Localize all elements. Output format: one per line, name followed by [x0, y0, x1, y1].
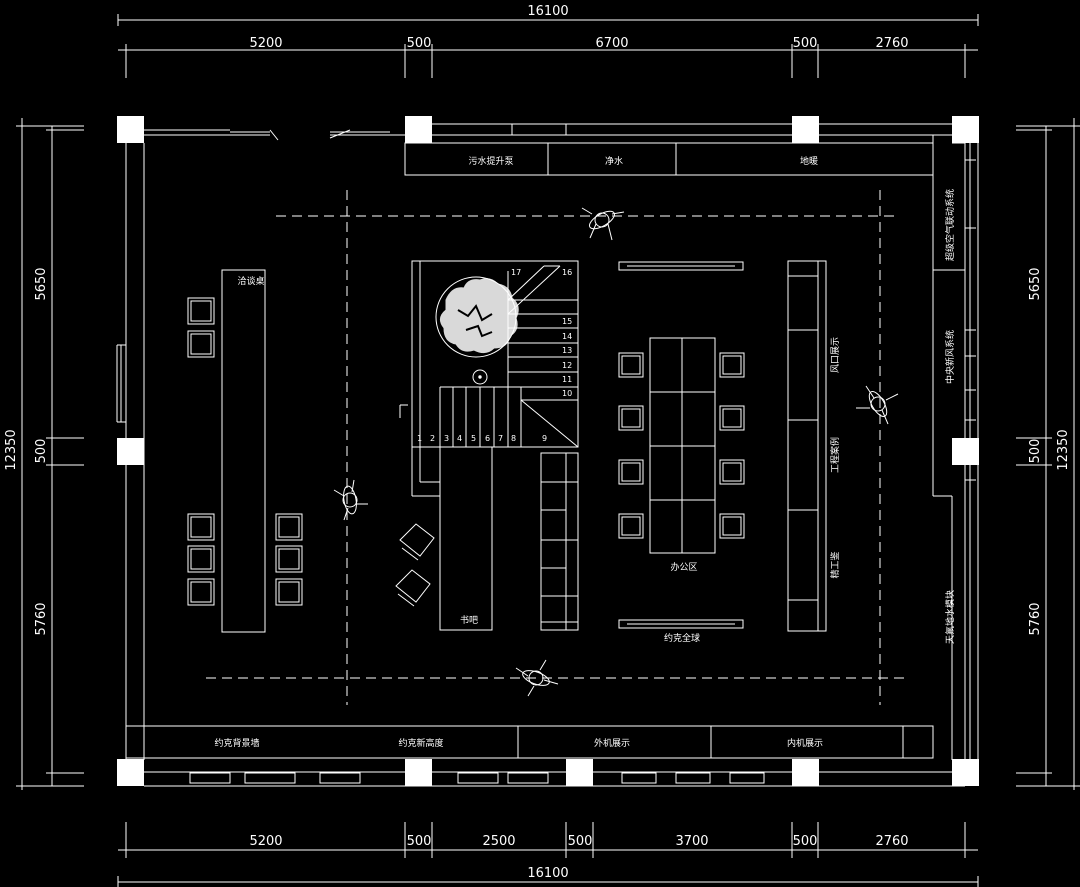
person-icon	[581, 207, 625, 241]
stair-number: 1	[417, 434, 422, 443]
label-fluorine-module: 天氟地水模块	[944, 590, 956, 644]
stair-number: 11	[562, 375, 572, 384]
bottom-dim-5: 3700	[675, 834, 708, 849]
label-yoke-new-height: 约克新高度	[398, 737, 443, 749]
label-outdoor-display: 外机展示	[594, 737, 630, 749]
stair-number: 12	[562, 361, 572, 370]
plant-icon	[435, 276, 519, 358]
top-dim-4: 500	[793, 36, 818, 51]
label-air-linkage: 超级空气联动系统	[944, 189, 956, 261]
bottom-dim-1: 5200	[249, 834, 282, 849]
left-dimension-lines	[16, 118, 84, 790]
top-dim-2: 500	[407, 36, 432, 51]
stair-number: 3	[444, 434, 449, 443]
right-total-dimension: 12350	[1056, 429, 1071, 470]
bottom-dim-6: 500	[793, 834, 818, 849]
label-office: 办公区	[670, 561, 697, 573]
label-sewage-pump: 污水提升泵	[468, 155, 513, 167]
bottom-dim-4: 500	[568, 834, 593, 849]
stair-number: 15	[562, 317, 572, 326]
stair-number: 16	[562, 268, 572, 277]
bottom-dim-3: 2500	[482, 834, 515, 849]
stair-number: 10	[562, 389, 572, 398]
label-negotiation-table: 洽谈桌	[237, 275, 264, 287]
top-dim-3: 6700	[595, 36, 628, 51]
columns	[117, 116, 979, 786]
left-dim-1: 5650	[34, 267, 49, 300]
chair-icon	[399, 523, 435, 561]
stair-number: 9	[542, 434, 547, 443]
label-yoke-background-wall: 约克背景墙	[214, 737, 259, 749]
book-bar	[395, 446, 579, 631]
label-floor-heating: 地暖	[800, 155, 818, 167]
outer-walls	[116, 123, 979, 787]
left-dim-2: 500	[34, 439, 49, 464]
display-cabinet	[787, 260, 827, 632]
label-craft-appraisal: 精工鉴	[829, 551, 841, 578]
top-dimension-lines	[117, 14, 979, 78]
label-fresh-air: 中央新风系统	[944, 330, 956, 384]
right-dim-3: 5760	[1028, 602, 1043, 635]
person-icon	[856, 385, 899, 425]
stair-number: 4	[457, 434, 462, 443]
top-dim-5: 2760	[875, 36, 908, 51]
stair-number: 7	[498, 434, 503, 443]
people	[333, 207, 899, 697]
right-dim-1: 5650	[1028, 267, 1043, 300]
label-vent-display: 风口展示	[830, 337, 841, 373]
dimension-texts: 16100 5200 500 6700 500 2760 5200 500 25…	[4, 4, 1071, 881]
person-icon	[515, 659, 559, 697]
stair-number: 2	[430, 434, 435, 443]
person-icon	[333, 479, 368, 521]
left-total-dimension: 12350	[4, 429, 19, 470]
bottom-dim-2: 500	[407, 834, 432, 849]
stair-number: 14	[562, 332, 572, 341]
stair-number: 13	[562, 346, 572, 355]
display-wall	[125, 725, 934, 759]
negotiation-area	[187, 269, 303, 633]
chair-icon	[395, 569, 431, 607]
stair-number: 6	[485, 434, 490, 443]
bottom-dimension-lines	[117, 822, 979, 887]
label-indoor-display: 内机展示	[787, 737, 823, 749]
stair-number: 5	[471, 434, 476, 443]
top-dim-1: 5200	[249, 36, 282, 51]
office-desk	[618, 261, 745, 629]
stair-numbers: 1 2 3 4 5 6 7 8 9 10 11 12 13 14 15 16 1…	[417, 268, 572, 443]
label-project-cases: 工程案例	[829, 437, 841, 473]
right-dimension-lines	[1016, 118, 1080, 790]
label-water-purify: 净水	[605, 155, 623, 167]
stair-number: 8	[511, 434, 516, 443]
bottom-dim-7: 2760	[875, 834, 908, 849]
bottom-total-dimension: 16100	[527, 866, 568, 881]
room-labels: 污水提升泵 净水 地暖 超级空气联动系统 中央新风系统 天氟地水模块 洽谈桌 书…	[214, 155, 956, 749]
zone-dashed-lines	[206, 190, 906, 705]
left-dim-3: 5760	[34, 602, 49, 635]
label-book-bar: 书吧	[460, 615, 478, 626]
equipment-wall	[404, 142, 934, 176]
right-dim-2: 500	[1028, 439, 1043, 464]
stair-number: 17	[511, 268, 521, 277]
top-total-dimension: 16100	[527, 4, 568, 19]
label-yoke-global: 约克全球	[664, 632, 700, 644]
